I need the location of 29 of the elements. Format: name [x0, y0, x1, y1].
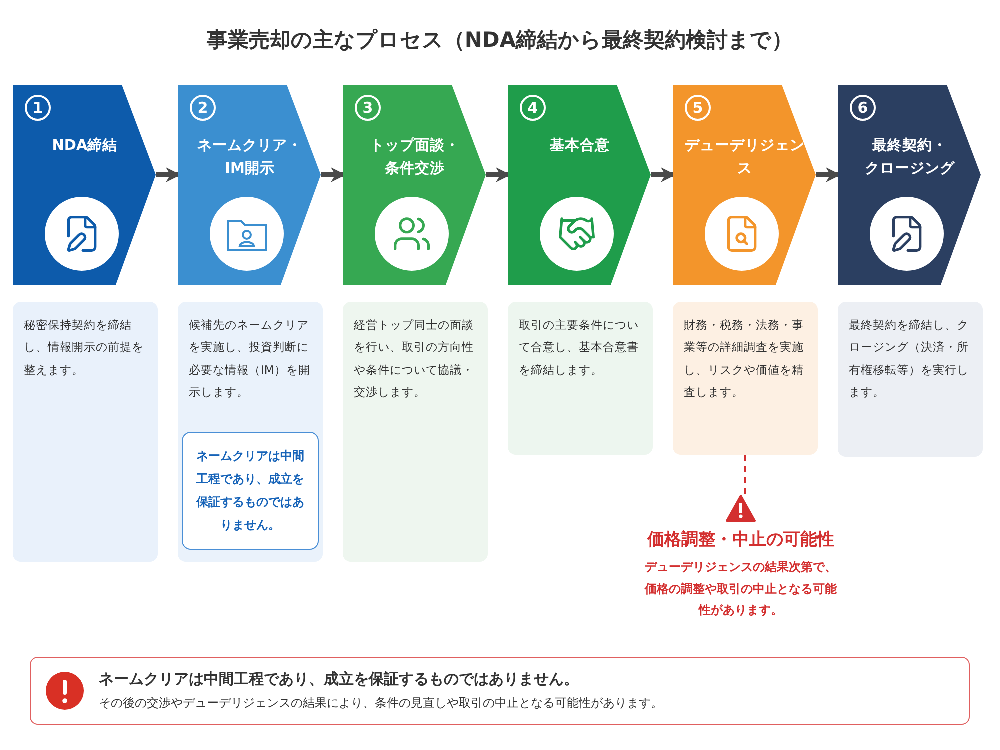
step-title: トップ面談・条件交渉 [369, 136, 461, 180]
step-title: デューデリジェンス [684, 137, 806, 180]
notice-text: その後の交渉やデューデリジェンスの結果により、条件の見直しや取引の中止となる可能性があります。 [99, 695, 663, 712]
diagram-title: 事業売却の主なプロセス（NDA締結から最終契約検討まで） [206, 27, 794, 54]
warning-heading: 価格調整・中止の可能性 [648, 529, 834, 551]
description-card [673, 302, 818, 455]
description-text: 候補先のネームクリアを実施し、投資判断に必要な情報（IM）を開示します。 [189, 317, 312, 402]
step-title: NDA締結 [51, 136, 119, 156]
notice-box [30, 657, 970, 725]
description-text: 秘密保持契約を締結し、情報開示の前提を整えます。 [24, 317, 145, 379]
step-number: 1 [25, 95, 51, 121]
step-title: ネームクリア・IM開示 [196, 137, 304, 180]
dashed-connector [744, 455, 746, 495]
step-number: 5 [685, 95, 711, 121]
step-number: 6 [850, 95, 876, 121]
description-text: 最終契約を締結し、クロージング（決済・所有権移転等）を実行します。 [849, 317, 970, 402]
description-card [178, 302, 323, 562]
step-number: 3 [355, 95, 381, 121]
step-title: 最終契約・クロージング [864, 136, 956, 180]
description-text: 経営トップ同士の面談を行い、取引の方向性や条件について協議・交渉します。 [354, 317, 475, 402]
warning-text: デューデリジェンスの結果次第で、価格の調整や取引の中止となる可能性があります。 [644, 559, 838, 620]
step-title: 基本合意 [549, 136, 611, 156]
description-text: 財務・税務・法務・事業等の詳細調査を実施し、リスクや価値を精査します。 [684, 317, 805, 402]
step-number: 2 [190, 95, 216, 121]
step-number: 4 [520, 95, 546, 121]
note-text: ネームクリアは中間工程であり、成立を保証するものではありません。 [195, 448, 306, 534]
description-text: 取引の主要条件について合意し、基本合意書を締結します。 [519, 317, 640, 379]
note-box [182, 432, 319, 550]
notice-heading: ネームクリアは中間工程であり、成立を保証するものではありません。 [99, 670, 580, 689]
